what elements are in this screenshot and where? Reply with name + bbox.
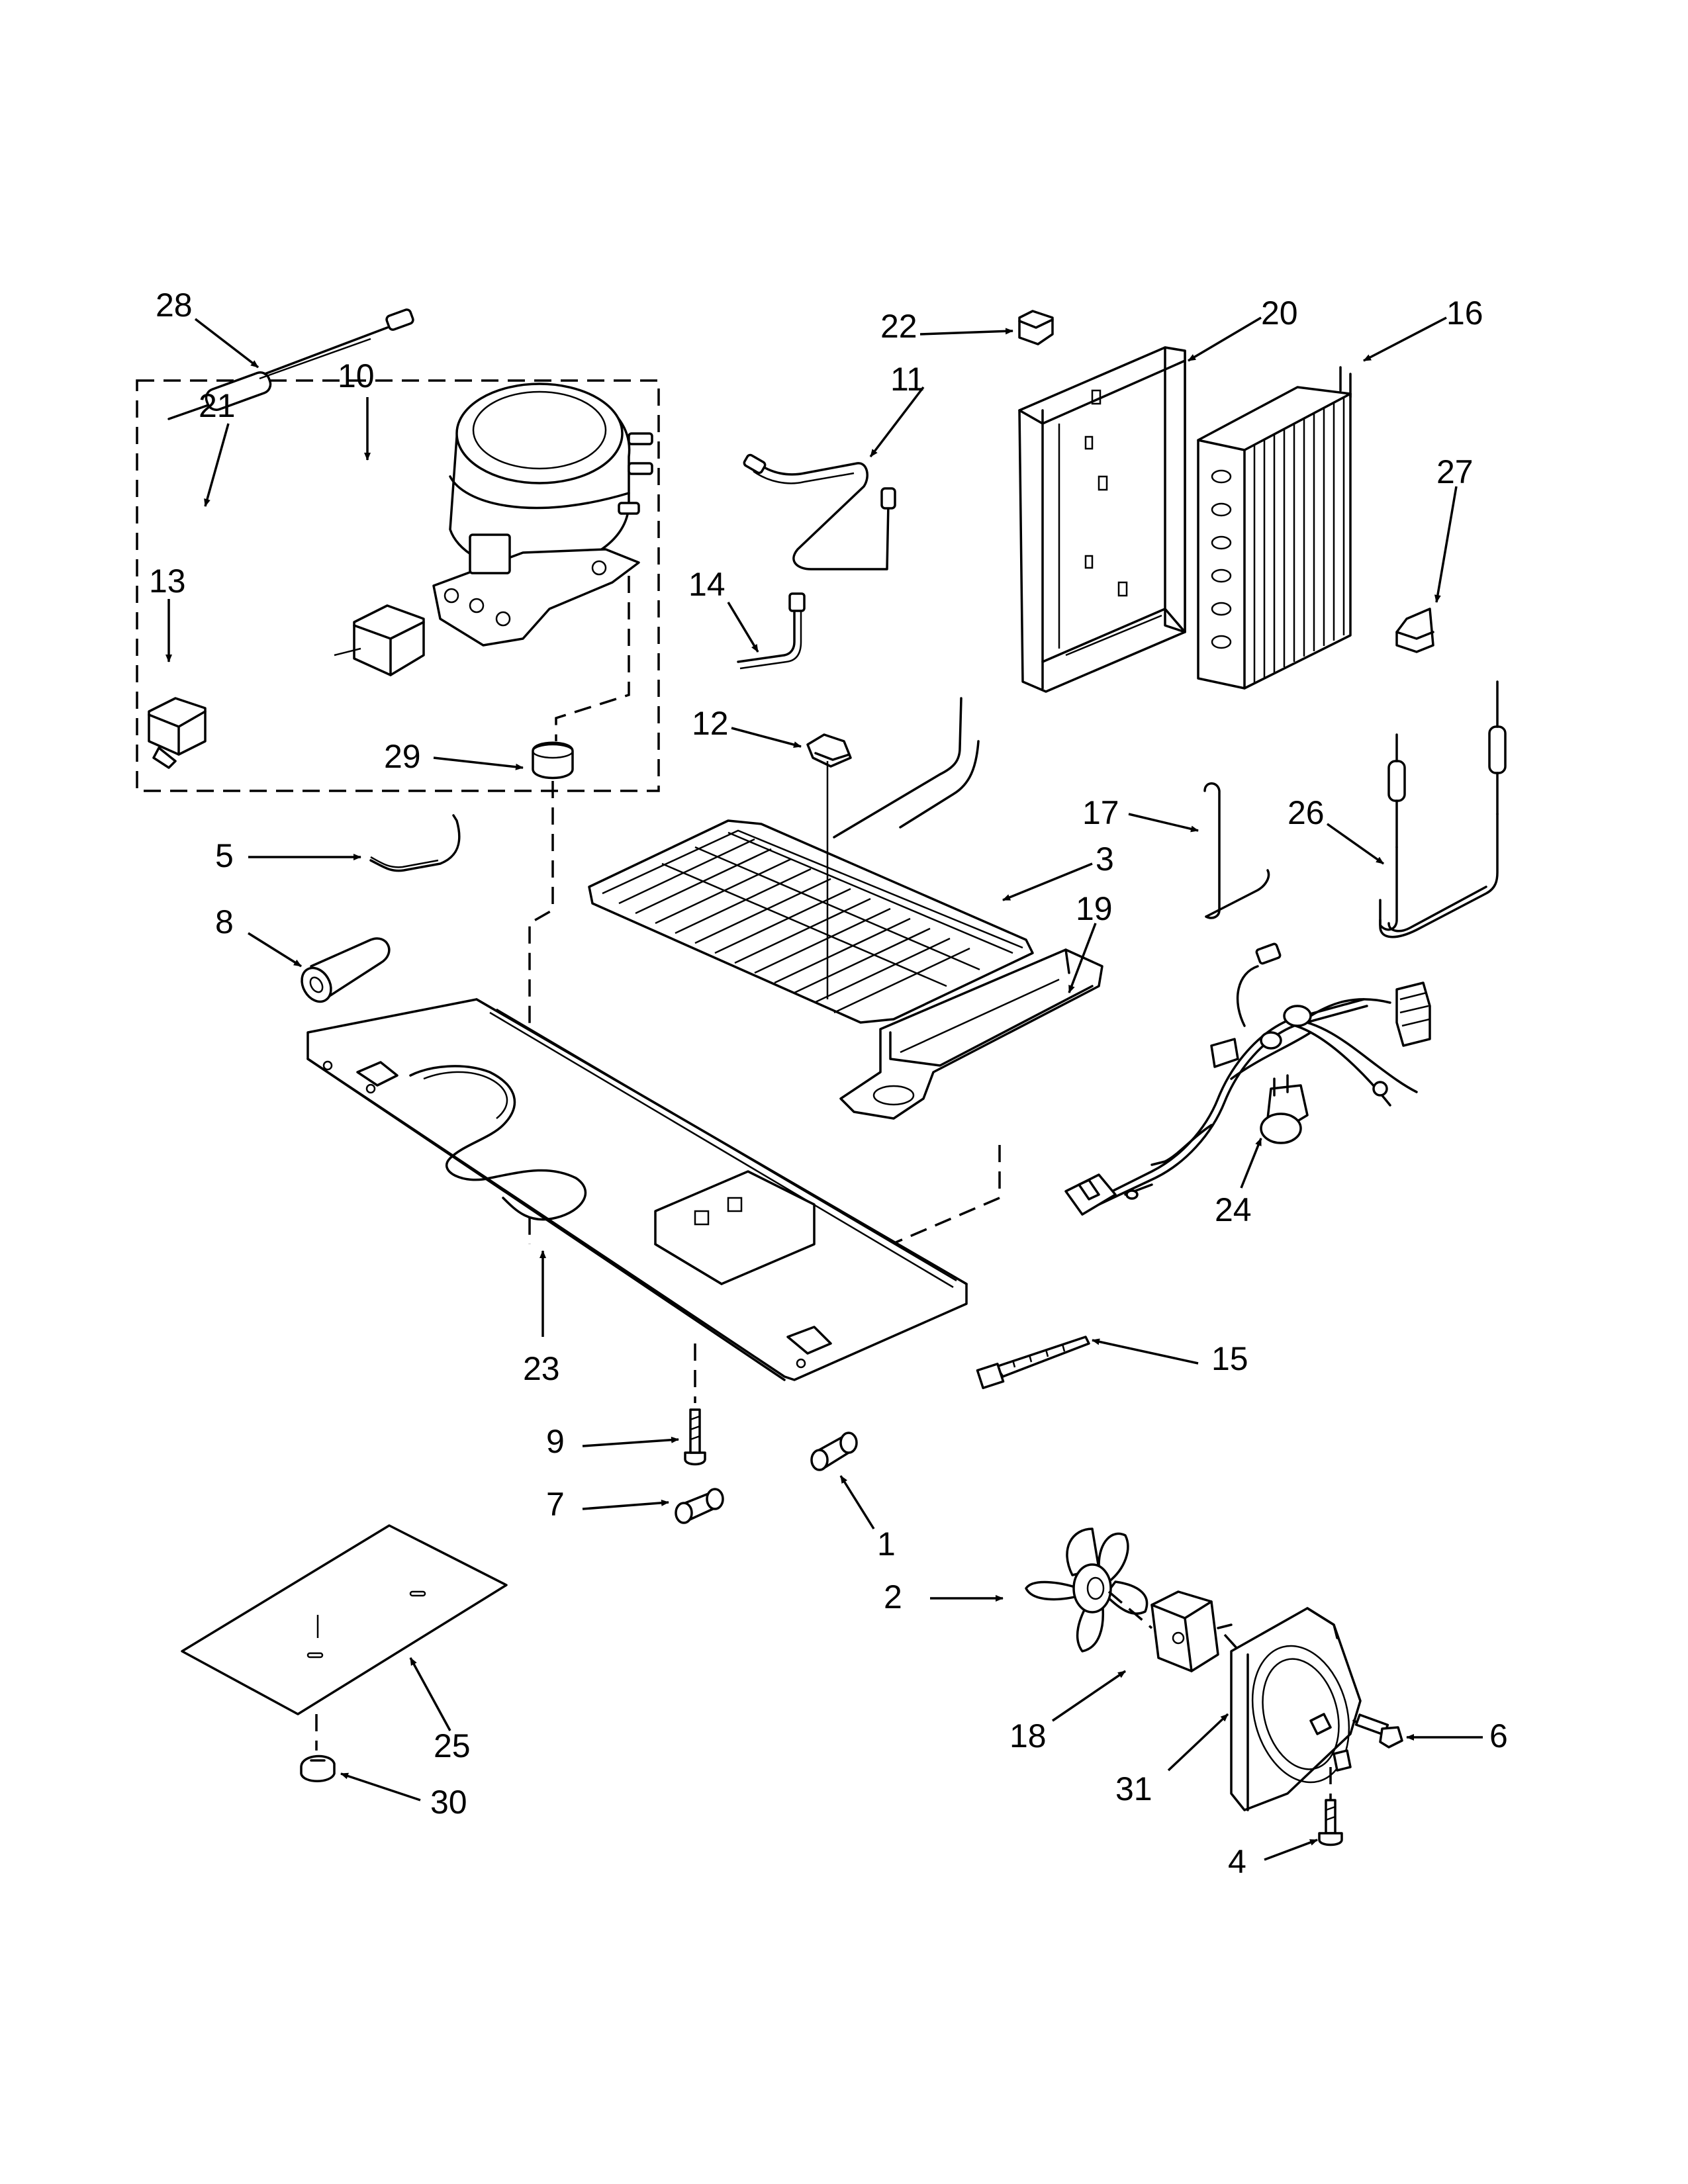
callout-9: 9 [546, 1423, 565, 1460]
callout-29: 29 [384, 738, 421, 775]
callout-3: 3 [1096, 841, 1114, 878]
part-20-evaporator-cover [1018, 346, 1186, 693]
part-18-fan-motor [1150, 1590, 1233, 1672]
callout-16: 16 [1446, 295, 1483, 332]
grommet-to-compressor-line [555, 576, 630, 741]
callout-22: 22 [880, 308, 917, 345]
part-7-spacer [675, 1488, 724, 1524]
callout-31: 31 [1115, 1770, 1152, 1807]
callout-11: 11 [890, 361, 925, 398]
fan-to-motor-line [1107, 1590, 1153, 1629]
part-5-clip [369, 814, 461, 872]
part-25-sheet [181, 1524, 508, 1715]
part-30-fastener [300, 1754, 336, 1782]
part-6-bolt [1352, 1713, 1403, 1749]
callout-19: 19 [1076, 890, 1113, 927]
part-23-base-plate [306, 998, 968, 1381]
part-17-clip [1203, 782, 1270, 919]
part-15-cable-tie [976, 1336, 1090, 1390]
part-3-defrost-heater [588, 697, 1034, 1024]
part-4-screw [1318, 1767, 1343, 1846]
callout-5: 5 [215, 837, 234, 874]
part-22-clip [1018, 310, 1054, 345]
callout-4: 4 [1228, 1843, 1246, 1880]
part-31-fan-bracket [1230, 1607, 1362, 1811]
part-16-evaporator [1197, 366, 1352, 690]
leader-lines [165, 316, 1483, 1861]
part-14-tube [737, 592, 806, 670]
callout-10: 10 [338, 357, 375, 394]
part-21-filter-drier [167, 308, 414, 420]
part-1-spacer [810, 1432, 858, 1471]
callout-7: 7 [546, 1486, 565, 1523]
part-10-relay [334, 604, 425, 676]
callout-15: 15 [1211, 1340, 1248, 1377]
part-2-fan-blade [1025, 1527, 1149, 1653]
callout-13: 13 [149, 563, 186, 600]
callout-6: 6 [1489, 1717, 1508, 1754]
part-19-drain-trough [839, 948, 1103, 1120]
part-8-tube [301, 937, 391, 1003]
callout-labels: 28 21 10 13 29 5 8 22 11 14 12 20 16 27 … [149, 287, 1508, 1880]
callout-12: 12 [692, 705, 729, 742]
part-24-wire-harness [1064, 942, 1431, 1216]
callout-14: 14 [688, 566, 726, 603]
callout-25: 25 [434, 1727, 471, 1764]
part-13-start-device [148, 697, 207, 769]
callout-27: 27 [1436, 453, 1474, 490]
callout-28: 28 [156, 287, 193, 324]
compressor-kit-outline [136, 379, 660, 792]
callout-21: 21 [199, 387, 236, 424]
callout-30: 30 [430, 1784, 467, 1821]
callout-23: 23 [523, 1350, 560, 1387]
compressor [432, 383, 653, 647]
callout-1: 1 [877, 1525, 896, 1563]
callout-2: 2 [884, 1578, 902, 1615]
callout-18: 18 [1009, 1717, 1047, 1754]
part-27-clip [1395, 608, 1434, 653]
part-12-clip [806, 733, 852, 768]
callout-20: 20 [1261, 295, 1298, 332]
part-26-tubing [1379, 680, 1507, 938]
part-11-tube [743, 453, 896, 570]
callout-26: 26 [1288, 794, 1325, 831]
callout-24: 24 [1215, 1191, 1252, 1228]
grommet-to-base-line [528, 781, 554, 1244]
callout-17: 17 [1082, 794, 1119, 831]
part-29-grommet [532, 741, 574, 780]
callout-8: 8 [215, 903, 234, 940]
part-9-screw [684, 1408, 706, 1466]
